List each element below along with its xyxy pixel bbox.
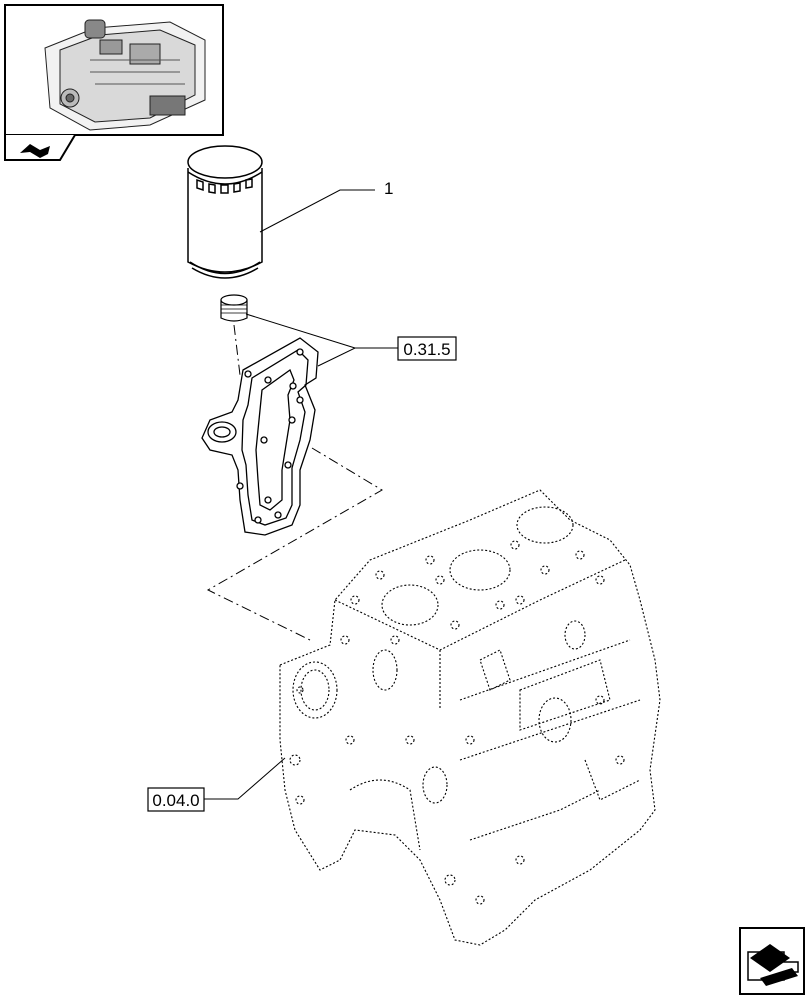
engine-thumbnail[interactable] [4, 4, 224, 161]
next-page-arrow-icon[interactable] [739, 927, 805, 995]
ref-0315-label: 0.31.5 [403, 340, 450, 359]
callout-1-label: 1 [384, 179, 393, 198]
callout-0040: 0.04.0 [147, 757, 286, 812]
engine-thumbnail-icon [44, 19, 206, 131]
callout-0315: 0.31.5 [245, 313, 457, 367]
engine-block [279, 489, 661, 946]
callout-1: 1 [259, 179, 393, 233]
ref-0040-label: 0.04.0 [152, 791, 199, 810]
threaded-nipple [220, 294, 248, 322]
book-arrow-icon [20, 144, 50, 158]
oil-filter-cartridge [187, 145, 263, 279]
filter-support-bracket [201, 337, 319, 536]
assembly-axis-2 [206, 447, 383, 641]
assembly-axis-1 [233, 324, 241, 376]
